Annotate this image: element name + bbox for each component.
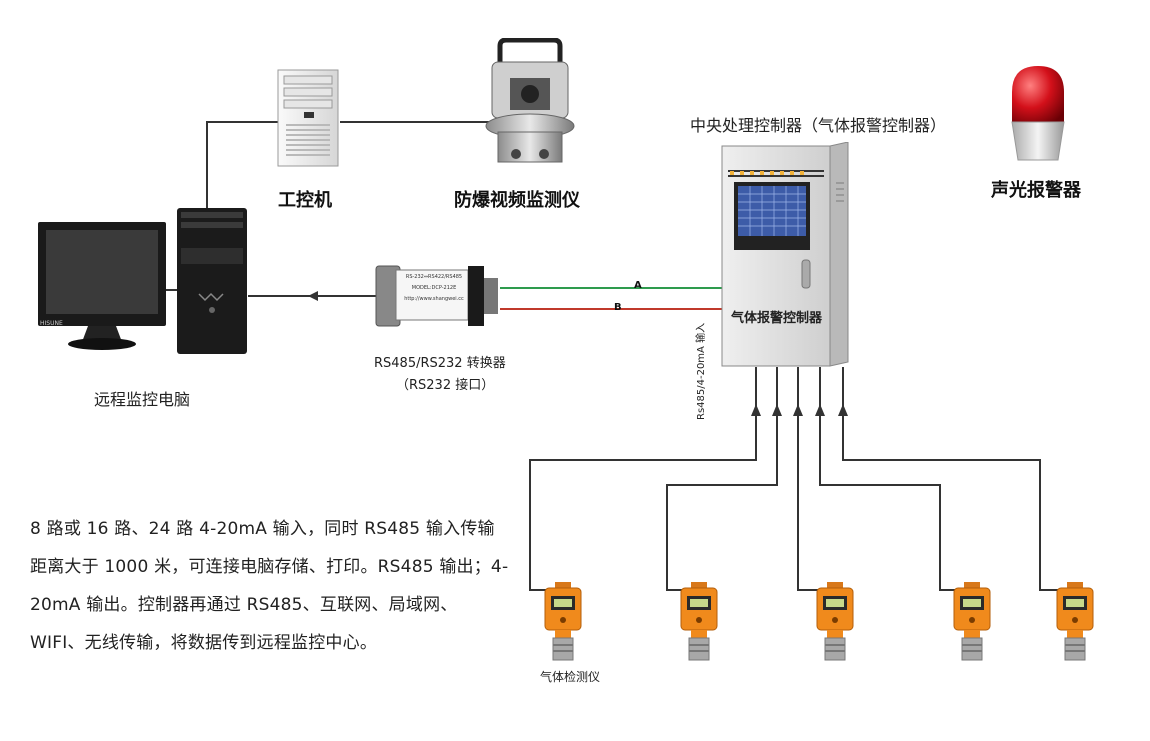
sensor-label: 气体检测仪 <box>540 670 601 684</box>
sensor-wire-4 <box>819 367 965 591</box>
alarm-label: 声光报警器 <box>991 180 1081 201</box>
gas-detector-1-icon <box>541 582 585 662</box>
controller-title: 中央处理控制器（气体报警控制器） <box>690 116 947 135</box>
camera-label: 防爆视频监测仪 <box>454 190 580 211</box>
gas-detector-3-icon <box>813 582 857 662</box>
converter-labeling: RS-232⇔RS422/RS485 MODEL:DCP-212E http:/… <box>396 272 472 305</box>
explosion-proof-camera-icon <box>485 38 575 163</box>
input-label: Rs485/4-20mA 输入 <box>696 322 707 420</box>
industrial-pc-label: 工控机 <box>278 190 332 211</box>
converter-text-2: MODEL:DCP-212E <box>411 285 457 291</box>
remote-pc-label: 远程监控电脑 <box>94 390 191 409</box>
converter-port-label: （RS232 接口） <box>396 378 495 393</box>
input-arrows <box>751 404 848 416</box>
sensor-wire-3 <box>797 367 825 591</box>
gas-detector-4-icon <box>950 582 994 662</box>
monitor-brand: HISUNE <box>40 320 63 327</box>
sensor-wire-2 <box>666 367 778 591</box>
description-text: 8 路或 16 路、24 路 4-20mA 输入，同时 RS485 输入传输距离… <box>30 519 509 653</box>
converter-text-1: RS-232⇔RS422/RS485 <box>405 274 463 280</box>
gas-detector-5-icon <box>1053 582 1097 662</box>
computer-tower-icon <box>177 208 247 354</box>
sensor-wire-1 <box>529 367 757 591</box>
alarm-light-icon <box>1011 66 1065 161</box>
controller-panel-text: 气体报警控制器 <box>731 311 823 326</box>
wire-a-label: A <box>634 280 642 291</box>
converter-arrow <box>308 291 318 301</box>
sensor-wire-5 <box>842 367 1073 591</box>
converter-label: RS485/RS232 转换器 <box>374 356 506 371</box>
gas-detector-2-icon <box>677 582 721 662</box>
converter-text-3: http://www.shangwei.cc <box>404 296 464 302</box>
converter-icon <box>375 265 498 327</box>
ipc-to-tower-wire <box>206 121 280 208</box>
monitor-icon <box>38 222 166 350</box>
industrial-pc-icon <box>277 69 339 167</box>
wire-b-label: B <box>614 302 622 313</box>
gas-controller-cabinet-icon <box>721 142 849 367</box>
